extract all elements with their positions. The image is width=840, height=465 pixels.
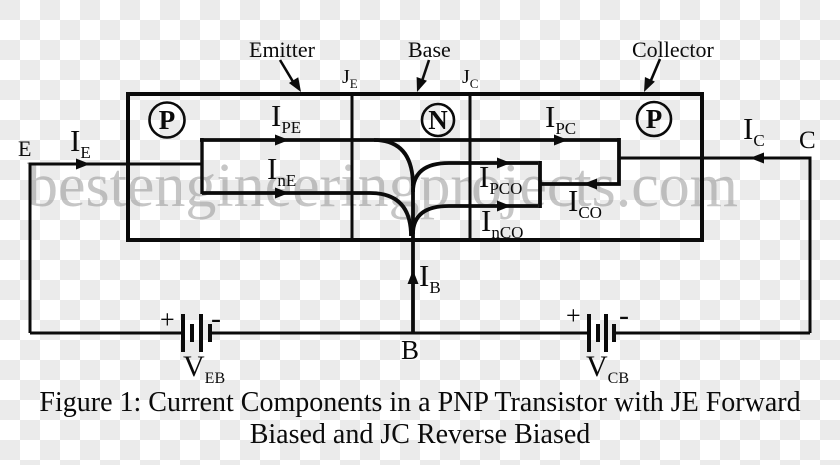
ipco-sub: PCO bbox=[489, 179, 523, 198]
veb-minus-sign: - bbox=[211, 302, 221, 335]
ipc-label: IPC bbox=[545, 101, 576, 137]
ico-return-line bbox=[540, 138, 621, 186]
ine-main: I bbox=[267, 151, 278, 186]
ipe-sub: PE bbox=[281, 118, 302, 137]
ie-main: I bbox=[70, 123, 81, 158]
ipco-arrowhead bbox=[497, 157, 511, 169]
figure-caption-line1: Figure 1: Current Components in a PNP Tr… bbox=[39, 387, 801, 418]
terminal-c-label: C bbox=[799, 127, 816, 154]
ico-label: ICO bbox=[568, 185, 602, 221]
collector-region-letter: P bbox=[645, 104, 663, 134]
collector-wire bbox=[619, 156, 812, 333]
ine-arrowhead bbox=[275, 187, 289, 199]
transistor-body-outline bbox=[126, 92, 704, 242]
ine-line bbox=[202, 191, 413, 237]
ipe-arrowhead bbox=[275, 134, 289, 146]
ipc-arrowhead bbox=[554, 134, 568, 146]
ipe-label: IPE bbox=[271, 100, 301, 136]
ib-label: IB bbox=[419, 260, 441, 296]
ib-sub: B bbox=[429, 278, 441, 297]
jc-sub: C bbox=[469, 76, 479, 91]
emitter-pointer-arrowhead bbox=[288, 77, 301, 92]
ipco-main: I bbox=[479, 159, 490, 194]
vcb-main: V bbox=[586, 350, 608, 383]
jc-main: J bbox=[462, 66, 470, 88]
vcb-minus-sign: - bbox=[619, 299, 629, 332]
ie-sub: E bbox=[80, 143, 91, 162]
ipco-line bbox=[411, 161, 538, 193]
inco-sub: nCO bbox=[491, 223, 524, 242]
inco-line bbox=[411, 204, 538, 235]
figure-caption-line2: Biased and JC Reverse Biased bbox=[249, 419, 591, 450]
emitter-region-letter: P bbox=[158, 105, 176, 135]
ipc-sub: PC bbox=[555, 119, 577, 138]
emitter-region-circle bbox=[148, 101, 186, 139]
collector-region-circle bbox=[635, 100, 673, 138]
inco-main: I bbox=[481, 203, 492, 238]
junction-je-label: JE bbox=[342, 67, 358, 90]
terminal-e-label: E bbox=[18, 136, 32, 161]
ine-label: InE bbox=[267, 153, 296, 189]
veb-sub: EB bbox=[204, 370, 226, 387]
ic-label: IC bbox=[743, 113, 765, 149]
je-sub: E bbox=[349, 76, 358, 91]
ic-arrowhead bbox=[750, 152, 764, 164]
base-region-circle bbox=[420, 102, 456, 138]
collector-pointer-arrowhead bbox=[644, 76, 655, 92]
battery-veb-plates bbox=[181, 314, 212, 352]
veb-label: VEB bbox=[183, 352, 225, 387]
ipe-main: I bbox=[271, 98, 282, 133]
ico-arrowhead bbox=[583, 178, 597, 190]
emitter-wire bbox=[28, 162, 202, 333]
veb-plus-sign: + bbox=[160, 305, 175, 334]
emitter-pointer-label: Emitter bbox=[249, 37, 315, 62]
terminal-b-label: B bbox=[401, 335, 420, 365]
ine-sub: nE bbox=[277, 171, 297, 190]
inco-label: InCO bbox=[481, 205, 523, 241]
veb-main: V bbox=[183, 350, 205, 383]
ic-sub: C bbox=[753, 131, 765, 150]
je-main: J bbox=[342, 66, 350, 88]
base-region-letter: N bbox=[428, 105, 448, 135]
base-pointer-label: Base bbox=[408, 37, 451, 62]
vcb-label: VCB bbox=[586, 352, 629, 387]
ic-main: I bbox=[743, 111, 754, 146]
ico-main: I bbox=[568, 183, 579, 218]
ib-main: I bbox=[419, 258, 430, 293]
vcb-plus-sign: + bbox=[566, 301, 581, 330]
ipco-label: IPCO bbox=[479, 161, 522, 197]
vcb-sub: CB bbox=[607, 370, 630, 387]
ib-arrowhead bbox=[407, 270, 419, 284]
collector-pointer-label: Collector bbox=[632, 37, 714, 62]
base-pointer-arrowhead bbox=[416, 76, 427, 92]
ie-arrowhead bbox=[76, 158, 90, 170]
ipe-recombination-branch bbox=[373, 138, 415, 187]
ie-label: IE bbox=[70, 125, 91, 161]
ico-sub: CO bbox=[578, 203, 602, 222]
battery-vcb-plates bbox=[587, 314, 616, 352]
junction-jc-label: JC bbox=[462, 67, 478, 90]
ipc-main: I bbox=[545, 99, 556, 134]
inco-arrowhead bbox=[497, 200, 511, 212]
